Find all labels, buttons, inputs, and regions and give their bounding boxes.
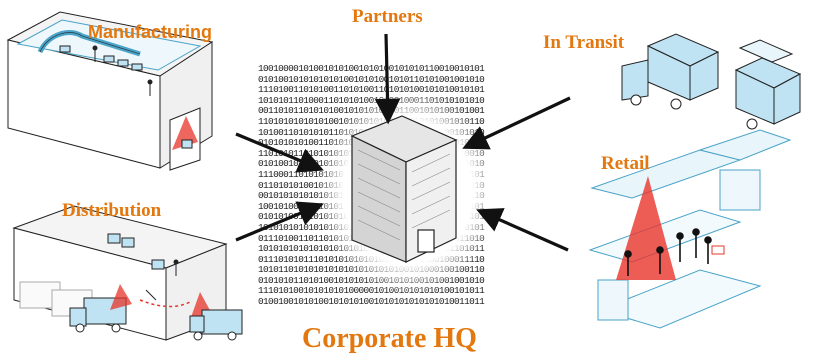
arrow-from-partners [374, 33, 401, 125]
binary-line: 1110101001010101010000010100101010101001… [258, 285, 485, 297]
arrow-from-in-transit [462, 96, 571, 150]
arrow-from-distribution [235, 201, 324, 242]
label-manufacturing: Manufacturing [88, 22, 212, 42]
arrow-from-manufacturing [235, 132, 324, 173]
binary-line: 1110100110101001101010011010101001010100… [258, 84, 485, 96]
arrows [235, 33, 571, 252]
label-retail: Retail [601, 153, 650, 174]
label-distribution: Distribution [62, 200, 162, 221]
arrow-from-retail [476, 208, 569, 252]
retail-store-illustration [588, 129, 792, 329]
binary-line: 0101001010101010100101010010101101010010… [258, 73, 485, 85]
binary-line: 1001000010100101010010101001010101100100… [258, 64, 485, 74]
binary-line: 0100100101010010101010010101010101010100… [258, 296, 485, 308]
corporate-hq-building [350, 115, 458, 263]
distribution-illustration [12, 205, 243, 341]
label-corporate-hq: Corporate HQ [302, 323, 477, 354]
label-partners: Partners [352, 6, 423, 27]
in-transit-trucks-illustration [621, 33, 802, 130]
label-in-transit: In Transit [543, 32, 625, 53]
manufacturing-illustration [6, 11, 214, 171]
